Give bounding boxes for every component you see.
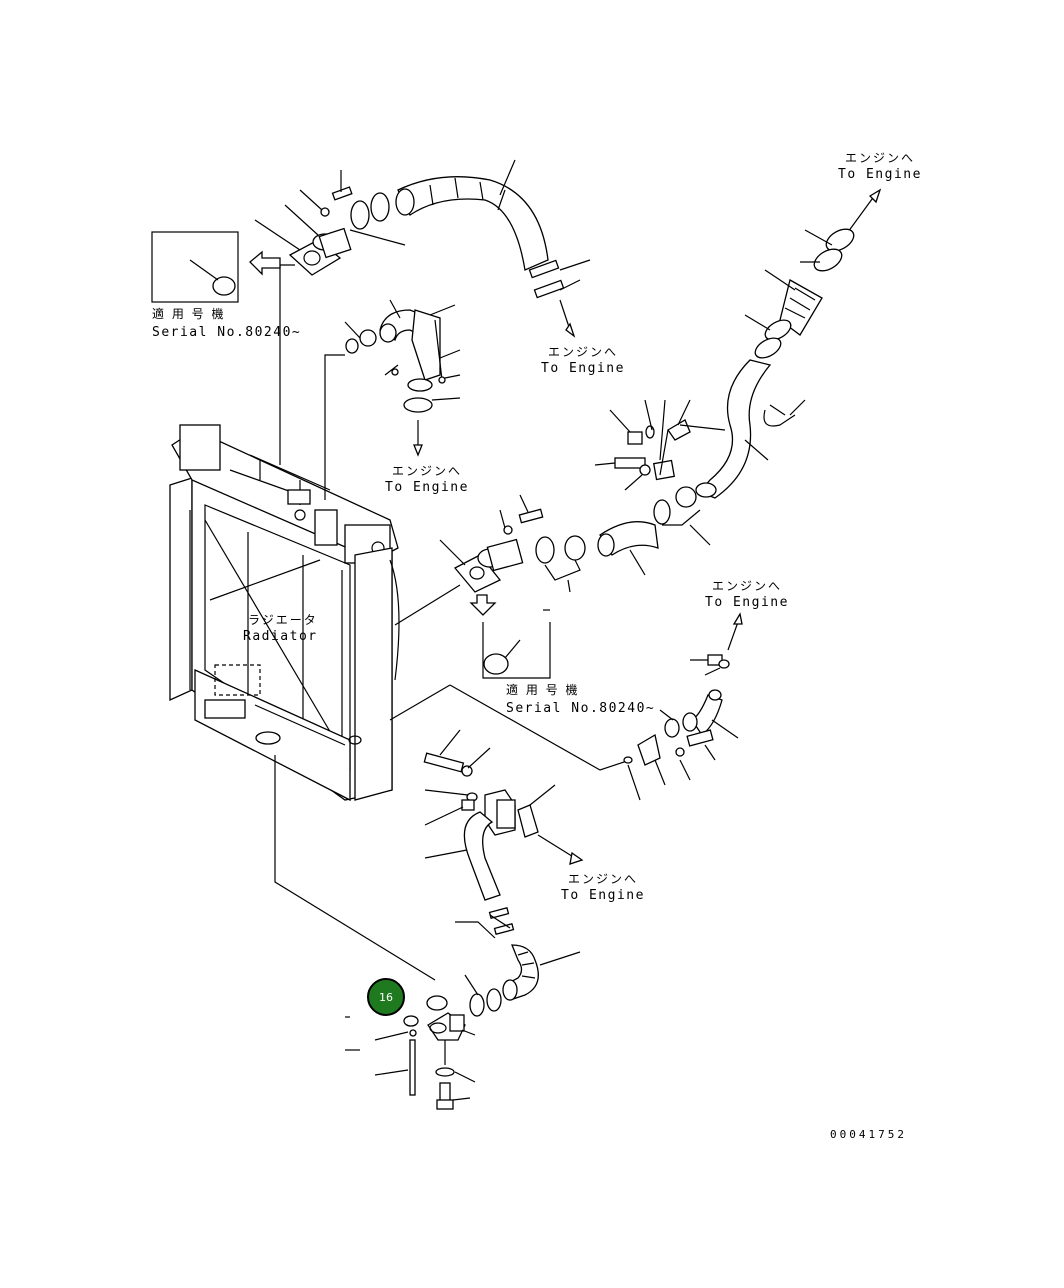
serial-jp-label-mid: 適 用 号 機 [506,682,579,697]
callout-number: 16 [379,991,393,1004]
engine-en-label-5: To Engine [561,888,645,903]
mid-bent-hose-group: エンジンへ To Engine [344,299,469,495]
engine-jp-label-4: エンジンへ [712,579,782,593]
radiator-assembly [169,424,400,802]
radiator-leaders [274,264,631,981]
document-id: 00041752 [830,1128,907,1141]
bottom-drain-group [345,944,581,1110]
callout-badge[interactable]: 16 [367,978,405,1016]
serial-en-label-top: Serial No.80240~ [152,325,301,340]
engine-en-label-3: To Engine [838,167,922,182]
engine-jp-label-2: エンジンへ [392,464,462,478]
engine-jp-label-5: エンジンへ [568,872,638,886]
inset-serial-top: 適 用 号 機 Serial No.80240~ [151,231,301,340]
right-upper-hose-group: エンジンへ To Engine [594,151,922,499]
serial-en-label-mid: Serial No.80240~ [506,701,655,716]
engine-jp-label-1: エンジンへ [548,345,618,359]
upper-hose-group: エンジンへ To Engine [254,159,625,376]
lower-pipe-group: エンジンへ To Engine [423,729,645,939]
inset-serial-mid: 適 用 号 機 Serial No.80240~ [482,609,655,716]
engine-en-label-2: To Engine [385,480,469,495]
radiator-label: ラジエータ Radiator [243,613,318,644]
serial-jp-label-top: 適 用 号 機 [152,306,225,321]
radiator-jp-label: ラジエータ [248,613,318,627]
engine-en-label-4: To Engine [705,595,789,610]
right-lower-hose-group: エンジンへ To Engine [623,579,789,801]
radiator-en-label: Radiator [243,629,318,644]
middle-flange-hose-group [439,486,711,616]
engine-jp-label-3: エンジンへ [845,151,915,165]
engine-en-label-1: To Engine [541,361,625,376]
